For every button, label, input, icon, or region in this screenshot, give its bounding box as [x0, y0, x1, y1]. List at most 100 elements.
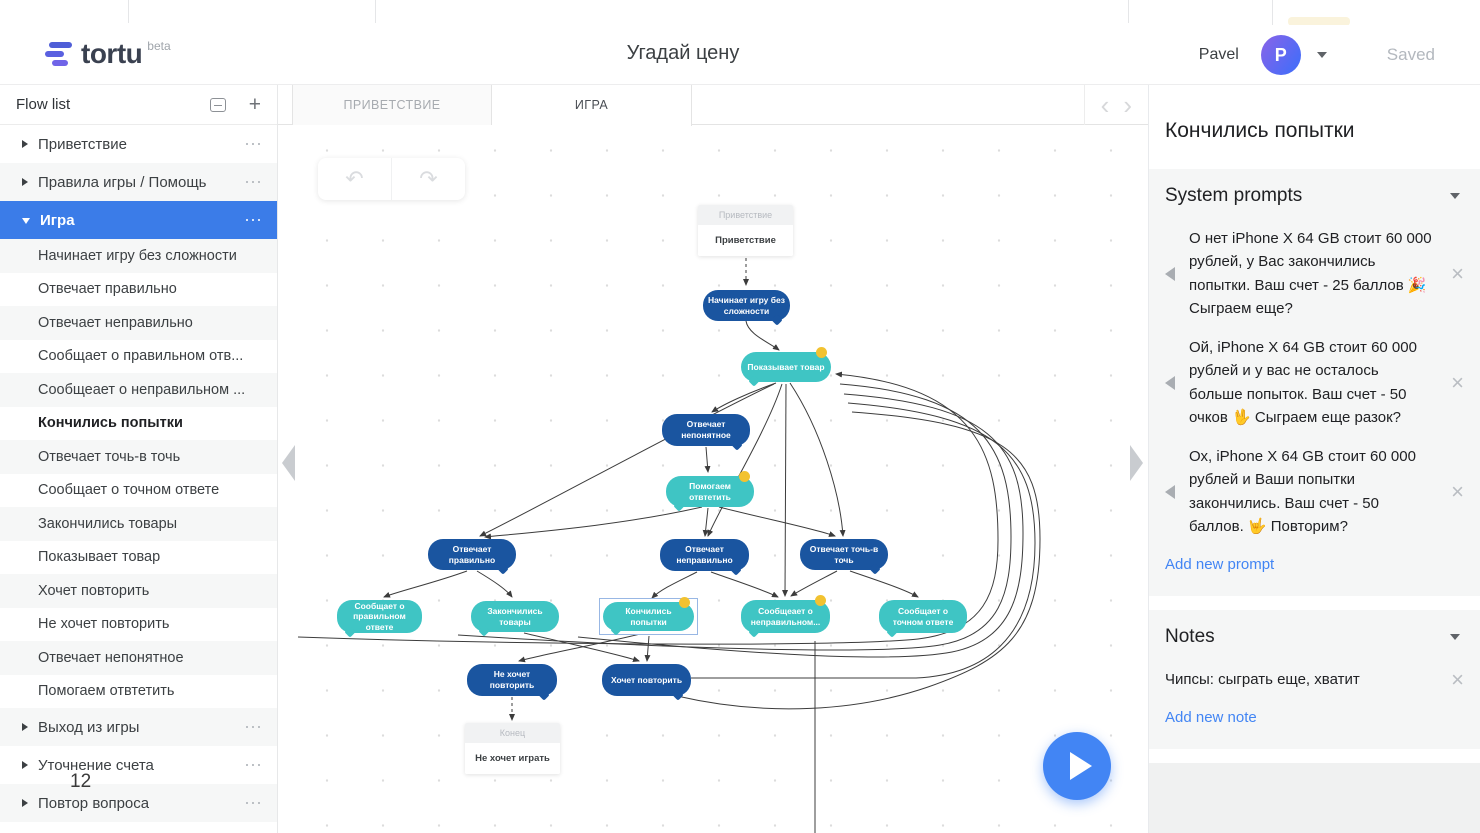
flow-edge — [702, 507, 709, 537]
panel-item-text[interactable]: Ох, iPhone X 64 GB стоит 60 000 рублей и… — [1189, 448, 1416, 535]
add-new-link[interactable]: Add new prompt — [1165, 556, 1275, 573]
undo-icon[interactable] — [318, 158, 391, 200]
sidebar-item[interactable]: Кончились попытки — [0, 406, 277, 440]
collapse-arrow-icon[interactable] — [22, 218, 30, 224]
flow-node-help-answer[interactable]: Помогаем отвтетить — [666, 471, 754, 507]
chevron-down-icon[interactable] — [1450, 193, 1460, 199]
play-button[interactable] — [1043, 732, 1111, 800]
sidebar-item[interactable]: Правила игры / Помощь⋯ — [0, 163, 277, 201]
panel-item: О нет iPhone X 64 GB стоит 60 000 рублей… — [1165, 227, 1464, 320]
card-label: Приветствие — [698, 225, 793, 256]
flow-node-tells-wrong-answer[interactable]: Сообщеает о неправильном... — [741, 595, 830, 633]
selected-node-box[interactable]: Кончились попытки — [599, 597, 698, 635]
expand-arrow-icon[interactable] — [22, 761, 28, 769]
canvas-tab[interactable]: ИГРА — [492, 85, 692, 126]
sidebar-item[interactable]: Сообщеает о неправильном ... — [0, 373, 277, 407]
add-new-link[interactable]: Add new note — [1165, 709, 1257, 727]
collapse-sidebar-handle-icon[interactable] — [282, 445, 295, 481]
user-menu: Pavel P Saved — [1199, 25, 1480, 85]
sidebar-item[interactable]: Закончились товары — [0, 507, 277, 541]
sidebar-item[interactable]: Уточнение счета⋯ — [0, 746, 277, 784]
unsaved-badge — [816, 347, 827, 358]
sidebar-item[interactable]: Не хочет повторить — [0, 607, 277, 641]
expand-arrow-icon[interactable] — [22, 140, 28, 148]
flow-node-no-repeat[interactable]: Не хочет повторить — [467, 664, 557, 696]
sidebar-item[interactable]: Приветствие ⋯ — [0, 125, 277, 163]
expand-arrow-icon[interactable] — [22, 799, 28, 807]
sidebar-item-label: Приветствие — [38, 135, 127, 153]
sidebar-item[interactable]: Отвечает правильно — [0, 272, 277, 306]
panel-item-text[interactable]: Ой, iPhone X 64 GB стоит 60 000 рублей и… — [1189, 339, 1417, 426]
page-title[interactable]: Угадай цену — [626, 42, 740, 64]
beta-badge: beta — [147, 39, 171, 53]
sidebar-item[interactable]: Отвечает непонятное — [0, 641, 277, 675]
tab-prev-icon[interactable] — [1101, 90, 1110, 121]
item-menu-icon[interactable]: ⋯ — [244, 210, 263, 230]
flow-node-wants-repeat[interactable]: Хочет повторить — [602, 664, 691, 696]
close-icon[interactable]: × — [1451, 478, 1464, 504]
sidebar-item-label: Сообщает о правильном отв... — [38, 348, 244, 365]
item-menu-icon[interactable]: ⋯ — [244, 134, 263, 154]
item-menu-icon[interactable]: ⋯ — [244, 793, 263, 813]
canvas-tab[interactable]: ПРИВЕТСТВИЕ — [292, 85, 492, 125]
app-logo[interactable]: tortu beta — [45, 37, 171, 71]
item-menu-icon[interactable]: ⋯ — [244, 172, 263, 192]
sidebar-item[interactable]: Повтор вопроса⋯ — [0, 784, 277, 822]
flow-node-out-of-attempts[interactable]: Кончились попытки — [603, 597, 694, 631]
chevron-down-icon[interactable] — [1450, 634, 1460, 640]
flow-edge — [479, 383, 775, 537]
flow-node-answers-wrong[interactable]: Отвечает неправильно — [660, 539, 749, 571]
flow-edge — [790, 570, 838, 597]
flow-node-tells-exact-answer[interactable]: Сообщает о точном ответе — [879, 600, 967, 633]
item-menu-icon[interactable]: ⋯ — [244, 755, 263, 775]
flow-node-answers-unclear[interactable]: Отвечает непонятное — [662, 414, 750, 446]
flow-node-answers-exact[interactable]: Отвечает точь-в точь — [800, 539, 888, 570]
voice-play-icon[interactable] — [1165, 484, 1175, 499]
expand-arrow-icon[interactable] — [22, 723, 28, 731]
section-title: System prompts — [1165, 185, 1303, 206]
card-header: Приветствие — [698, 205, 793, 225]
collapse-panel-handle-icon[interactable] — [1130, 445, 1143, 481]
sidebar-item[interactable]: Показывает товар — [0, 540, 277, 574]
panel-title: Кончились попытки — [1165, 119, 1355, 142]
expand-arrow-icon[interactable] — [22, 178, 28, 186]
sidebar-item[interactable]: Сообщает о правильном отв... — [0, 339, 277, 373]
add-flow-icon[interactable] — [249, 94, 261, 115]
sidebar-item[interactable]: Отвечает точь-в точь — [0, 440, 277, 474]
collapse-all-icon[interactable] — [209, 97, 226, 112]
flow-node-out-of-products[interactable]: Закончились товары — [471, 601, 559, 632]
voice-play-icon[interactable] — [1165, 375, 1175, 390]
close-icon[interactable]: × — [1451, 666, 1464, 692]
sidebar-item[interactable]: Начинает игру без сложности — [0, 239, 277, 273]
sidebar-item[interactable]: Отвечает неправильно — [0, 306, 277, 340]
topbar: tortu beta Угадай цену Pavel P Saved — [0, 25, 1480, 85]
voice-play-icon[interactable] — [1165, 266, 1175, 281]
flow-edge — [644, 635, 651, 662]
sidebar-item-label: Отвечает правильно — [38, 281, 177, 298]
chevron-down-icon[interactable] — [1316, 52, 1327, 63]
flow-node-start-no-difficulty[interactable]: Начинает игру без сложности — [703, 290, 790, 321]
close-icon[interactable]: × — [1451, 260, 1464, 286]
panel-item: Ох, iPhone X 64 GB стоит 60 000 рублей и… — [1165, 445, 1464, 538]
panel-item-text[interactable]: О нет iPhone X 64 GB стоит 60 000 рублей… — [1189, 230, 1432, 317]
redo-icon[interactable] — [391, 158, 465, 200]
flow-node-answers-correct[interactable]: Отвечает правильно — [428, 539, 516, 570]
flow-node-show-product[interactable]: Показывает товар — [741, 347, 831, 382]
sidebar-item[interactable]: Выход из игры⋯ — [0, 708, 277, 746]
flow-node-tells-correct-answer[interactable]: Сообщает о правильном ответе — [337, 600, 422, 633]
panel-item-text[interactable]: Чипсы: сыграть еще, хватит — [1165, 671, 1360, 688]
sidebar-item[interactable]: Сообщает о точном ответе — [0, 473, 277, 507]
close-icon[interactable]: × — [1451, 369, 1464, 395]
sidebar-item-label: Не хочет повторить — [38, 616, 170, 633]
item-menu-icon[interactable]: ⋯ — [244, 717, 263, 737]
sidebar-item[interactable]: Хочет повторить — [0, 574, 277, 608]
avatar[interactable]: P — [1260, 35, 1301, 75]
highlight-artifact — [1288, 17, 1350, 26]
sidebar-item[interactable]: Помогаем отвтетить — [0, 674, 277, 708]
sidebar-item[interactable]: Игра⋯ — [0, 201, 277, 239]
tab-next-icon[interactable] — [1123, 90, 1132, 121]
